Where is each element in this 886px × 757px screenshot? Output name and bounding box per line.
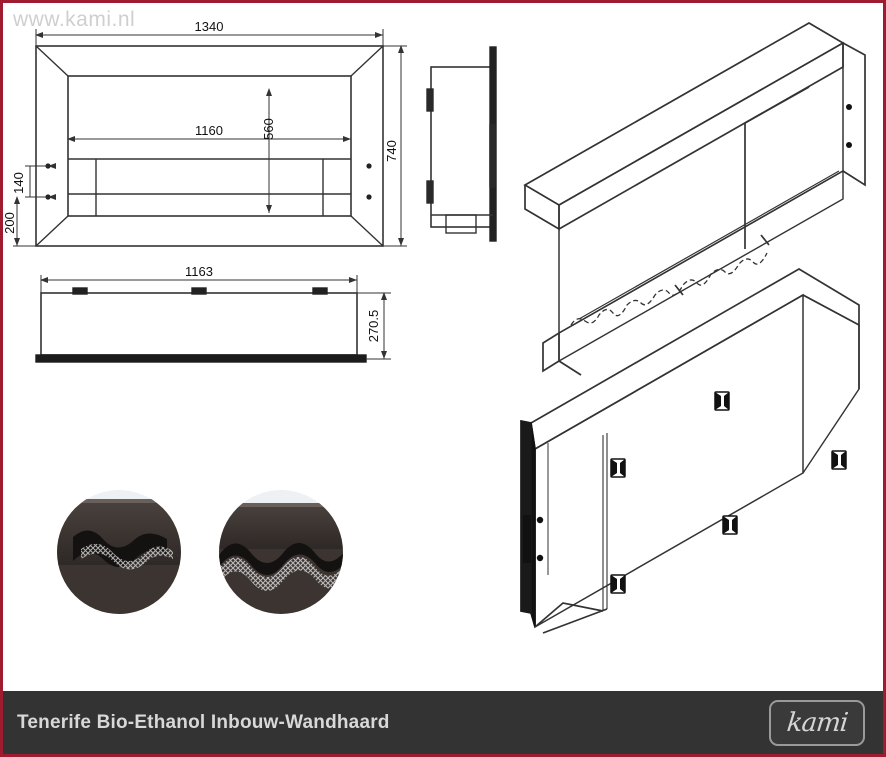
svg-text:200: 200 — [3, 212, 17, 234]
view-isometric-housing — [523, 22, 866, 376]
svg-text:140: 140 — [11, 172, 26, 194]
logo-text: kami — [785, 707, 849, 738]
photo-burner-wave-detail-right — [219, 490, 343, 614]
svg-text:560: 560 — [261, 118, 276, 140]
title-bar: Tenerife Bio-Ethanol Inbouw-Wandhaard ka… — [3, 691, 883, 754]
watermark-text: www.kami.nl — [13, 8, 136, 31]
svg-text:1340: 1340 — [195, 19, 224, 34]
dim-overall-height — [383, 45, 407, 247]
mounting-clip — [610, 391, 847, 594]
dim-lower-band — [13, 196, 36, 247]
svg-text:270.5: 270.5 — [366, 310, 381, 343]
view-isometric-cover-panel — [520, 268, 860, 634]
view-side-elevation — [426, 46, 497, 242]
dim-plan-width — [40, 275, 358, 293]
dim-hole-spacing — [25, 163, 56, 200]
technical-drawing-canvas: 1340 1160 560 740 — [3, 19, 866, 634]
view-plan — [35, 287, 367, 363]
svg-text:1160: 1160 — [195, 123, 223, 138]
page-title: Tenerife Bio-Ethanol Inbouw-Wandhaard — [17, 711, 390, 733]
view-front-elevation — [35, 45, 384, 247]
kami-logo: kami — [769, 699, 865, 746]
svg-text:1163: 1163 — [185, 264, 213, 279]
svg-text:740: 740 — [384, 140, 399, 162]
dim-plan-depth — [357, 292, 391, 360]
photo-burner-wave-detail-left — [57, 490, 181, 614]
dim-overall-width — [35, 29, 384, 46]
